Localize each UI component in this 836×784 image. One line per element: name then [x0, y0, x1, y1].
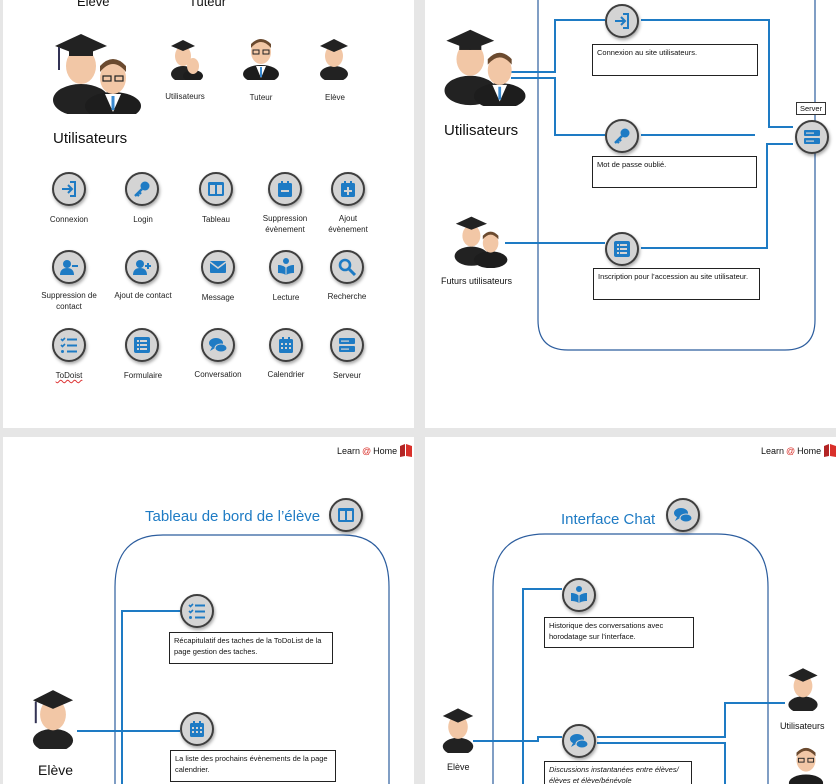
login-flow-lines [505, 0, 816, 351]
label-tutor-small: Tuteur [249, 93, 273, 102]
page-login-flow: Utilisateurs Futurs utilisateurs Connexi… [425, 0, 836, 428]
server-icon [330, 328, 364, 362]
box-chat-history: Historique des conversations avec horoda… [544, 617, 694, 648]
box-password: Mot de passe oublié. [592, 156, 757, 188]
student-label: Elève [38, 762, 74, 778]
chat-icon [201, 328, 235, 362]
label-eleve-top: Elève [77, 0, 110, 9]
users-label: Utilisateurs [444, 122, 519, 139]
future-users-figure [454, 216, 508, 268]
calendar-minus-icon [268, 172, 302, 206]
dashboard-lines [77, 534, 390, 784]
sign-in-icon [605, 4, 639, 38]
key-icon [605, 119, 639, 153]
search-icon [330, 250, 364, 284]
box-todolist-summary: Récapitulatif des taches de la ToDoList … [169, 632, 333, 664]
columns-icon [329, 498, 363, 532]
server-label: Server [796, 102, 827, 115]
icon-label-ajout-evenement: Ajout évènement [328, 214, 368, 234]
user-minus-icon [52, 250, 86, 284]
student-label: Elève [447, 762, 470, 772]
box-inscription: Inscription pour l’accession au site uti… [593, 268, 760, 300]
icon-label-login: Login [133, 215, 153, 224]
logo: Learn@Home [761, 443, 836, 458]
user-plus-icon [125, 250, 159, 284]
icon-label-suppression-evenement: Suppression évènement [262, 214, 308, 234]
dashboard-title: Tableau de bord de l’élève [145, 508, 321, 525]
icon-label-message: Message [201, 293, 235, 302]
users-label: Utilisateurs [780, 721, 825, 731]
calendar-plus-icon [331, 172, 365, 206]
calendar-icon [180, 712, 214, 746]
icon-label-connexion: Connexion [49, 215, 89, 224]
chat-title: Interface Chat [561, 511, 656, 528]
student-figure [442, 708, 474, 753]
users-title: Utilisateurs [53, 130, 128, 147]
label-users-small: Utilisateurs [165, 92, 205, 101]
key-icon [125, 172, 159, 206]
checklist-icon [52, 328, 86, 362]
logo: Learn@Home [337, 443, 413, 458]
label-student-small: Elève [324, 93, 345, 102]
sign-in-icon [52, 172, 86, 206]
label-tuteur-top: Tuteur [189, 0, 227, 9]
tutor-figure [788, 747, 824, 784]
icon-label-suppression-contact: Suppression de contact [41, 291, 97, 311]
icon-label-lecture: Lecture [272, 293, 300, 302]
box-instant-discussions: Discussions instantanées entre élèves/él… [544, 761, 692, 784]
users-group-figure [444, 29, 526, 106]
small-tutor-figure [243, 39, 279, 80]
small-users-figure [171, 40, 203, 80]
box-upcoming-events: La liste des prochains évènements de la … [170, 750, 336, 782]
icon-label-conversation: Conversation [194, 370, 242, 379]
checklist-icon [180, 594, 214, 628]
future-users-label: Futurs utilisateurs [441, 276, 513, 286]
book-reader-icon [562, 578, 596, 612]
server-icon [795, 120, 829, 154]
icon-label-ajout-contact: Ajout de contact [114, 291, 172, 300]
chat-icon [562, 724, 596, 758]
book-logo-icon [400, 444, 413, 457]
student-figure [32, 690, 74, 749]
page-icon-legend: Elève Tuteur [3, 0, 414, 428]
columns-icon [199, 172, 233, 206]
calendar-icon [269, 328, 303, 362]
icon-label-tableau: Tableau [201, 215, 231, 224]
icon-label-formulaire: Formulaire [123, 371, 163, 380]
box-connexion: Connexion au site utilisateurs. [592, 44, 758, 76]
list-icon [605, 232, 639, 266]
chat-lines [473, 533, 785, 784]
book-reader-icon [269, 250, 303, 284]
icon-label-serveur: Serveur [332, 371, 361, 380]
list-icon [125, 328, 159, 362]
icon-label-recherche: Recherche [327, 292, 367, 301]
users-group-figure [53, 34, 141, 114]
small-student-figure [320, 39, 348, 80]
page-student-dashboard: Learn@Home Tableau de bord de l’élève Ré… [3, 437, 414, 784]
book-logo-icon [824, 444, 836, 457]
icon-label-todoist: ToDoist [55, 371, 83, 380]
envelope-icon [201, 250, 235, 284]
users-figure [788, 668, 818, 711]
page-chat-interface: Learn@Home Interface Chat Historique des… [425, 437, 836, 784]
chat-icon [666, 498, 700, 532]
icon-label-calendrier: Calendrier [267, 370, 305, 379]
